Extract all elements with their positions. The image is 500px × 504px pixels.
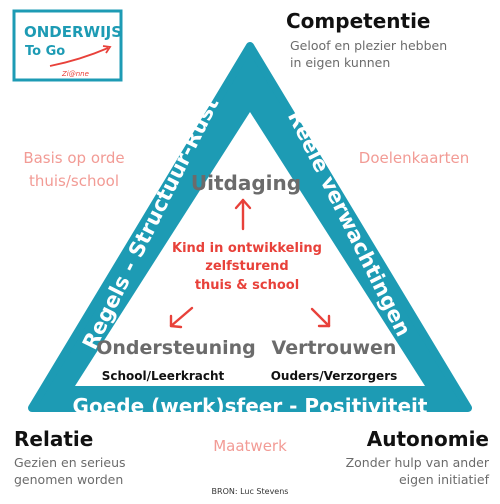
left-note-line2: thuis/school — [29, 172, 119, 190]
competence-title: Competentie — [286, 9, 430, 33]
left-note-line1: Basis op orde — [23, 149, 124, 167]
node-left-sub: School/Leerkracht — [102, 369, 225, 383]
source-credit: BRON: Luc Stevens — [212, 487, 289, 496]
competence-desc-line2: in eigen kunnen — [290, 55, 390, 70]
logo: ONDERWIJS To Go Zi@nne — [12, 9, 123, 82]
triangle-inner — [75, 112, 425, 386]
autonomy-desc-line1: Zonder hulp van ander — [346, 455, 490, 470]
logo-arrow-icon — [102, 45, 112, 54]
bottom-edge-label: Goede (werk)sfeer - Positiviteit — [73, 394, 428, 418]
logo-signature: Zi@nne — [61, 70, 89, 78]
autonomy-desc-line2: eigen initiatief — [399, 472, 490, 487]
arrow-down-right-icon — [310, 307, 331, 328]
right-note: Doelenkaarten — [359, 149, 469, 167]
logo-swoosh — [49, 47, 109, 67]
logo-line2: To Go — [25, 44, 65, 59]
node-right-sub: Ouders/Verzorgers — [271, 369, 398, 383]
center-line1: Kind in ontwikkeling — [172, 241, 322, 256]
arrow-up-icon — [234, 198, 252, 231]
relation-desc-line2: genomen worden — [14, 472, 123, 487]
autonomy-title: Autonomie — [367, 427, 489, 451]
node-top: Uitdaging — [191, 171, 301, 195]
node-left: Ondersteuning — [96, 337, 256, 359]
competence-desc-line1: Geloof en plezier hebben — [290, 38, 447, 53]
relation-desc-line1: Gezien en serieus — [14, 455, 126, 470]
relation-title: Relatie — [14, 427, 93, 451]
center-line2: zelfsturend — [205, 259, 289, 274]
node-right: Vertrouwen — [272, 337, 397, 359]
logo-line1: ONDERWIJS — [24, 23, 122, 41]
center-line3: thuis & school — [195, 278, 299, 293]
bottom-note: Maatwerk — [213, 437, 287, 455]
arrow-down-left-icon — [169, 306, 194, 329]
